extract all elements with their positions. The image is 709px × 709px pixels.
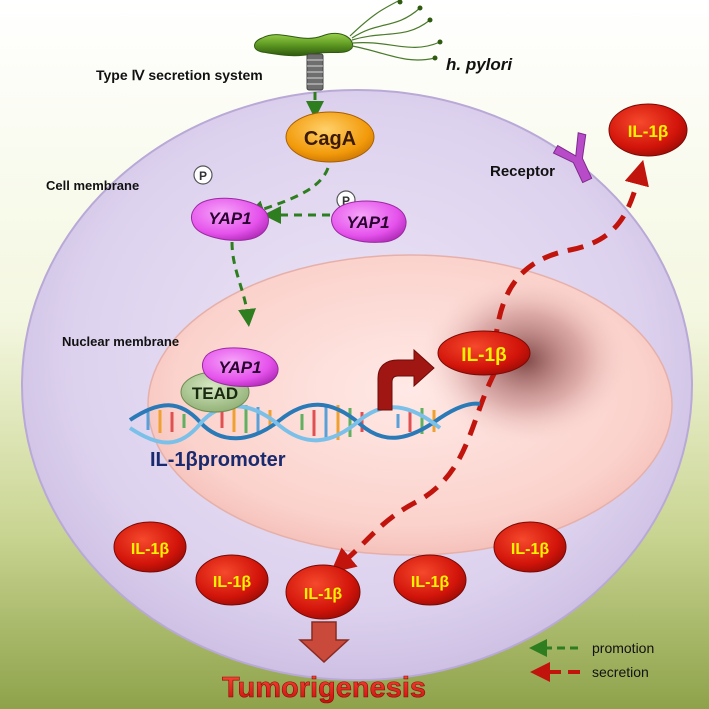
caga-label: CagA [304,128,356,150]
promoter-label: IL-1βpromoter [150,449,286,471]
cell-membrane-label: Cell membrane [46,178,139,193]
down-block-arrow-icon [298,621,350,664]
promotion-arrows [230,92,330,327]
phospho-marker: P [193,165,213,185]
legend: promotion secretion [529,639,654,682]
legend-promotion-label: promotion [592,640,654,656]
il1b-secreted-2-label: IL-1β [213,574,251,591]
il1b-secreted-3: IL-1β [285,564,361,620]
receptor-icon [552,132,593,184]
il1b-nucleus: IL-1β [437,330,531,376]
legend-promotion: promotion [529,639,654,657]
secretion-system-label: Type Ⅳ secretion system [96,67,263,83]
arrow-secretion-receptor [492,159,649,346]
il1b-receptor-bound: IL-1β [608,103,688,157]
secretion-arrows [330,159,649,574]
il1b-secreted-4: IL-1β [393,554,467,606]
secretion-channel-icon [306,53,324,91]
h-pylori-bacterium-icon [254,0,443,61]
caga-protein: CagA [285,111,375,163]
bacterium-label: h. pylori [446,55,513,74]
legend-secretion: secretion [530,662,649,682]
il1b-secreted-5: IL-1β [493,521,567,573]
receptor-label: Receptor [490,163,555,180]
il1b-nucleus-label: IL-1β [461,345,506,366]
arrow-secretion-out [330,370,498,574]
yap1-protein-cytoplasm: YAP1 [191,197,269,241]
il1b-secreted-4-label: IL-1β [411,574,449,591]
il1b-secreted-3-label: IL-1β [304,586,342,603]
curved-red-arrow-icon [377,348,435,411]
arrow-yap1-to-nucleus [230,241,256,327]
yap1-protein-nucleus: YAP1 [202,347,279,387]
yap1-nucleus-label: YAP1 [218,358,261,377]
legend-secretion-label: secretion [592,664,649,680]
il1b-secreted-1-label: IL-1β [131,541,169,558]
nuclear-membrane-label: Nuclear membrane [62,334,179,349]
tumorigenesis-label: Tumorigenesis [222,672,426,704]
il1b-secreted-1: IL-1β [113,521,187,573]
yap1-protein-phosphorylated: YAP1 [331,200,407,243]
phospho-yap1-label: P [342,194,350,208]
yap1-label: YAP1 [208,209,251,228]
il1b-secreted-2: IL-1β [195,554,269,606]
tead-label: TEAD [192,384,238,403]
yap1-phospho-label: YAP1 [346,213,389,232]
il1b-secreted-5-label: IL-1β [511,541,549,558]
il1b-receptor-label: IL-1β [628,122,669,141]
phospho-label: P [199,169,207,183]
